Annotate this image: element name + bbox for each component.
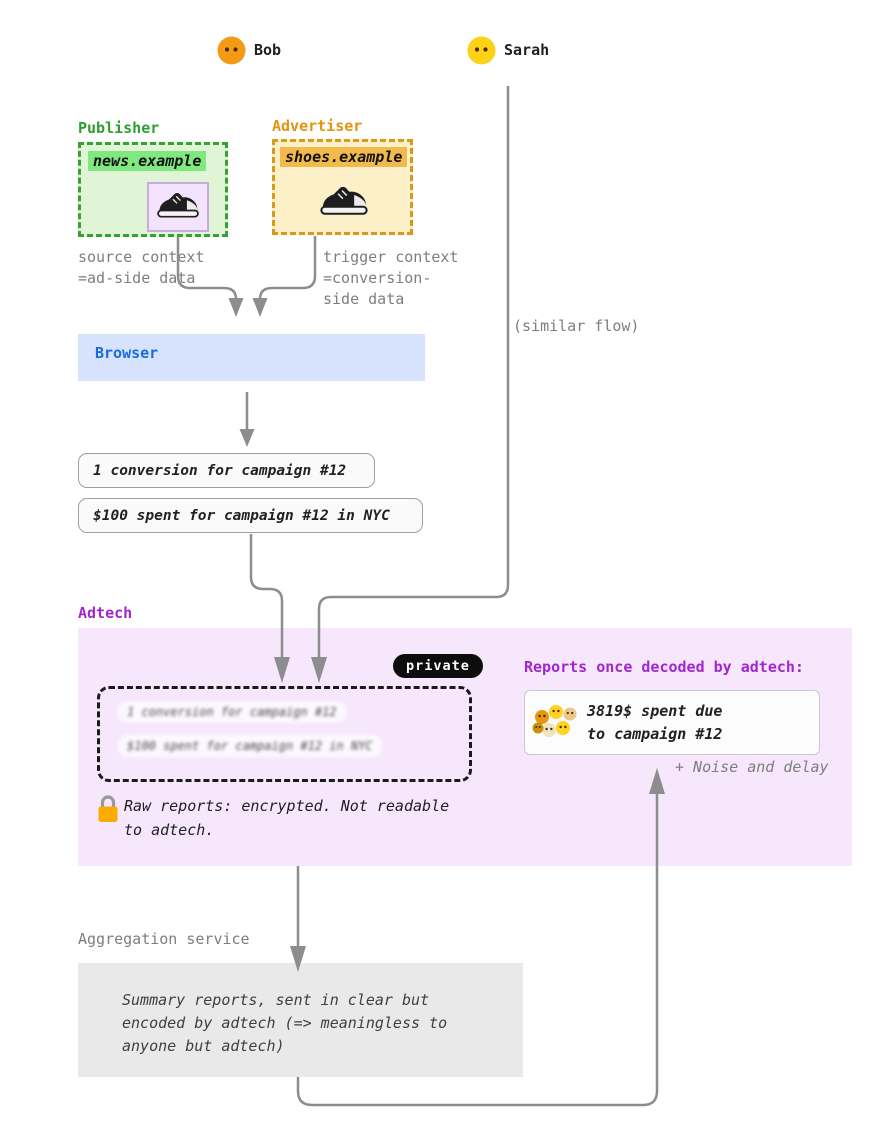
publisher-label: Publisher [78, 119, 160, 137]
similar-flow-note: (similar flow) [513, 317, 640, 335]
sarah-face-icon [467, 36, 496, 69]
user-cluster-icon [532, 701, 582, 750]
adtech-label: Adtech [78, 604, 133, 622]
ad-frame [147, 182, 209, 232]
advertiser-site-box: shoes.example [272, 139, 413, 235]
sarah-label: Sarah [504, 41, 550, 59]
noise-delay-note: + Noise and delay [675, 758, 829, 776]
encrypted-report-1: 1 conversion for campaign #12 [118, 701, 346, 723]
aggregation-service-box: Summary reports, sent in clear but encod… [78, 963, 523, 1077]
decoded-reports-title: Reports once decoded by adtech: [524, 658, 804, 676]
trigger-context-note: trigger context =conversion- side data [323, 248, 459, 308]
decoded-report-card: 3819$ spent due to campaign #12 [524, 690, 820, 755]
advertiser-site-name: shoes.example [280, 147, 408, 167]
spend-report-chip: $100 spent for campaign #12 in NYC [78, 498, 423, 533]
bob-face-icon [217, 36, 246, 69]
lock-icon [96, 793, 120, 829]
encrypted-report-2: $100 spent for campaign #12 in NYC [118, 735, 382, 757]
private-badge: private [393, 654, 483, 678]
conversion-report-chip: 1 conversion for campaign #12 [78, 453, 375, 488]
bob-label: Bob [254, 41, 282, 59]
advertiser-label: Advertiser [272, 117, 363, 135]
encryption-note: Raw reports: encrypted. Not readable to … [124, 797, 450, 839]
source-context-note: source context =ad-side data [78, 248, 205, 287]
browser-box: Browser [78, 334, 425, 381]
summary-reports-text: Summary reports, sent in clear but encod… [122, 991, 448, 1055]
browser-label: Browser [95, 344, 159, 362]
aggregation-service-label: Aggregation service [78, 930, 250, 948]
publisher-site-box: news.example [78, 142, 228, 237]
publisher-site-name: news.example [88, 151, 207, 171]
encrypted-reports-box: 1 conversion for campaign #12 $100 spent… [97, 686, 472, 782]
sneaker-ad-icon [156, 190, 200, 224]
decoded-report-text: 3819$ spent due to campaign #12 [587, 702, 723, 743]
sneaker-product-icon [319, 184, 369, 221]
